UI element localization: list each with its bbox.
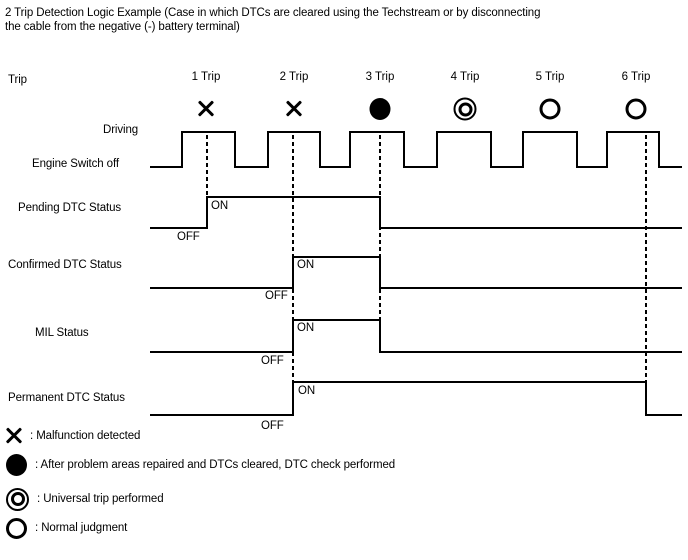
confirmed-off-label: OFF: [265, 290, 288, 302]
signal-off-segment: [380, 227, 682, 229]
signal-on-segment: [293, 256, 380, 258]
signal-on-segment: [207, 196, 380, 198]
signal-off-segment: [150, 414, 293, 416]
confirmed-on-label: ON: [297, 259, 315, 271]
diagram-title: 2 Trip Detection Logic Example (Case in …: [5, 7, 540, 34]
driving-rising-edge: [436, 131, 438, 168]
driving-low-segment: [150, 166, 182, 168]
driving-falling-edge: [319, 131, 321, 168]
driving-high-segment: [350, 131, 404, 133]
legend-item-normal-judgment: : Normal judgment: [6, 515, 127, 541]
inner-ring: [10, 492, 25, 506]
driving-high-segment: [607, 131, 659, 133]
trip-axis-label: Trip: [8, 74, 27, 86]
driving-low-segment: [404, 166, 437, 168]
double-circle-icon: [6, 487, 29, 511]
signal-falling-edge: [379, 196, 381, 229]
trip-column-label: 5 Trip: [535, 71, 565, 83]
signal-label-confirmed-dtc: Confirmed DTC Status: [8, 259, 122, 271]
signal-rising-edge: [292, 319, 294, 353]
legend-text: : Universal trip performed: [37, 493, 164, 505]
trip-column-label: 4 Trip: [450, 71, 480, 83]
mil-on-label: ON: [297, 322, 315, 334]
signal-on-segment: [293, 381, 646, 383]
legend-text: : Normal judgment: [35, 522, 128, 534]
legend-item-malfunction: : Malfunction detected: [5, 423, 141, 449]
trip-column-label: 1 Trip: [191, 71, 221, 83]
trip-dashed-guide-line: [645, 135, 647, 381]
signal-off-segment: [150, 287, 293, 289]
filled-circle-icon: [369, 98, 391, 120]
signal-falling-edge: [379, 256, 381, 289]
signal-off-segment: [380, 287, 682, 289]
signal-rising-edge: [206, 196, 208, 229]
pending-on-label: ON: [211, 200, 229, 212]
signal-label-permanent-dtc: Permanent DTC Status: [8, 392, 125, 404]
driving-falling-edge: [658, 131, 660, 168]
circle-icon: [539, 98, 561, 120]
signal-rising-edge: [292, 256, 294, 289]
signal-label-pending-dtc: Pending DTC Status: [18, 202, 122, 214]
driving-high-segment: [268, 131, 320, 133]
driving-falling-edge: [234, 131, 236, 168]
driving-rising-edge: [349, 131, 351, 168]
trip-column-label: 2 Trip: [279, 71, 309, 83]
driving-low-segment: [577, 166, 607, 168]
signal-label-mil: MIL Status: [35, 327, 89, 339]
legend-item-dtc-check: : After problem areas repaired and DTCs …: [6, 452, 395, 478]
title-line-2: the cable from the negative (-) battery …: [5, 20, 240, 33]
pending-off-label: OFF: [177, 231, 200, 243]
legend-item-universal-trip: : Universal trip performed: [6, 486, 164, 512]
malfunction-x-icon: [5, 427, 23, 445]
driving-low-segment: [235, 166, 268, 168]
permanent-on-label: ON: [298, 385, 316, 397]
signal-falling-edge: [379, 319, 381, 353]
driving-label: Driving: [103, 124, 139, 136]
driving-low-segment: [491, 166, 523, 168]
driving-rising-edge: [267, 131, 269, 168]
legend-text: : After problem areas repaired and DTCs …: [35, 459, 396, 471]
signal-off-segment: [380, 351, 682, 353]
mil-off-label: OFF: [261, 355, 284, 367]
driving-falling-edge: [576, 131, 578, 168]
driving-rising-edge: [181, 131, 183, 168]
legend-text: : Malfunction detected: [30, 430, 141, 442]
driving-falling-edge: [403, 131, 405, 168]
driving-high-segment: [182, 131, 235, 133]
driving-rising-edge: [522, 131, 524, 168]
trip-column-label: 6 Trip: [621, 71, 651, 83]
signal-off-segment: [646, 414, 682, 416]
double-circle-icon: [453, 97, 477, 121]
signal-off-segment: [150, 227, 207, 229]
driving-high-segment: [523, 131, 577, 133]
trip-column-label: 3 Trip: [365, 71, 395, 83]
driving-low-segment: [320, 166, 350, 168]
circle-icon: [6, 517, 27, 539]
signal-off-segment: [150, 351, 293, 353]
driving-low-segment: [659, 166, 682, 168]
driving-falling-edge: [490, 131, 492, 168]
permanent-off-label: OFF: [261, 420, 284, 432]
filled-circle-icon: [6, 454, 27, 476]
malfunction-x-icon: [285, 100, 303, 118]
driving-rising-edge: [606, 131, 608, 168]
inner-ring: [458, 102, 472, 116]
title-line-1: 2 Trip Detection Logic Example (Case in …: [5, 7, 541, 19]
signal-on-segment: [293, 319, 380, 321]
circle-icon: [625, 98, 647, 120]
malfunction-x-icon: [197, 100, 215, 118]
signal-falling-edge: [645, 381, 647, 416]
driving-high-segment: [437, 131, 491, 133]
engine-switch-off-label: Engine Switch off: [32, 158, 119, 170]
signal-rising-edge: [292, 381, 294, 416]
trip-dashed-guide-line: [206, 135, 208, 196]
